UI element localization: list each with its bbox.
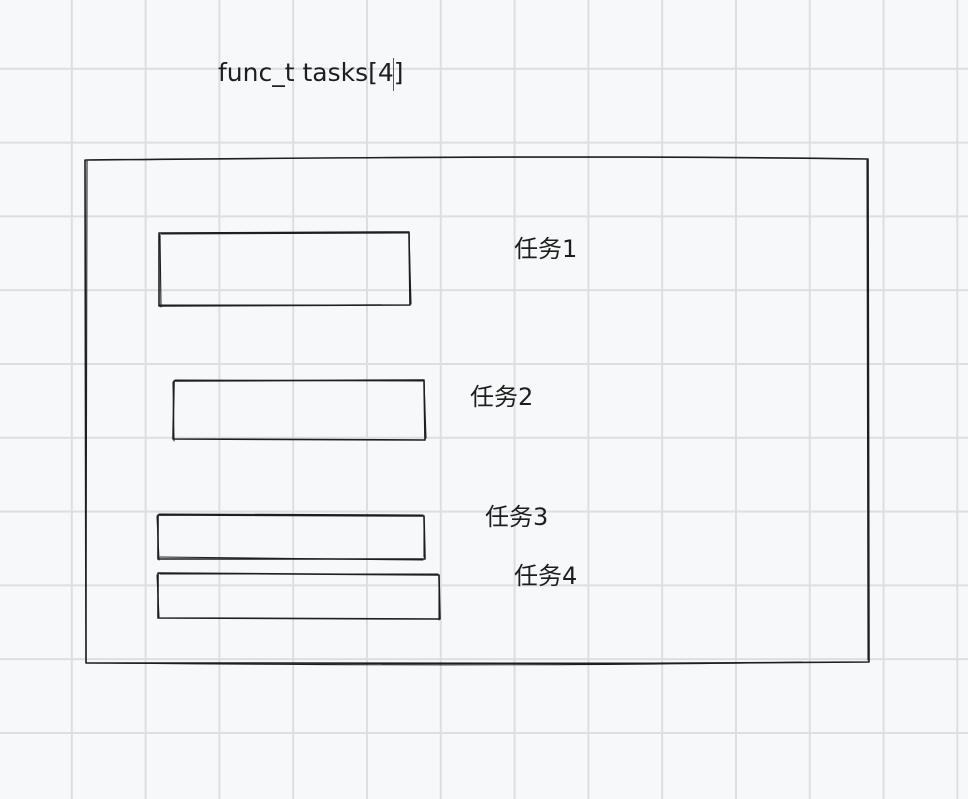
array-container-frame[interactable] xyxy=(84,156,870,666)
task-label-2[interactable]: 任务2 xyxy=(470,383,534,411)
text-cursor xyxy=(393,58,394,91)
task-label-1[interactable]: 任务1 xyxy=(514,235,578,263)
task-label-4[interactable]: 任务4 xyxy=(514,562,578,590)
task-slot-2[interactable] xyxy=(172,379,427,442)
task-slot-1[interactable] xyxy=(158,231,412,308)
task-label-3[interactable]: 任务3 xyxy=(485,503,549,531)
task-slot-3[interactable] xyxy=(156,513,426,561)
array-declaration-text[interactable]: func_t tasks[4] xyxy=(218,58,404,87)
task-slot-4[interactable] xyxy=(156,572,441,621)
